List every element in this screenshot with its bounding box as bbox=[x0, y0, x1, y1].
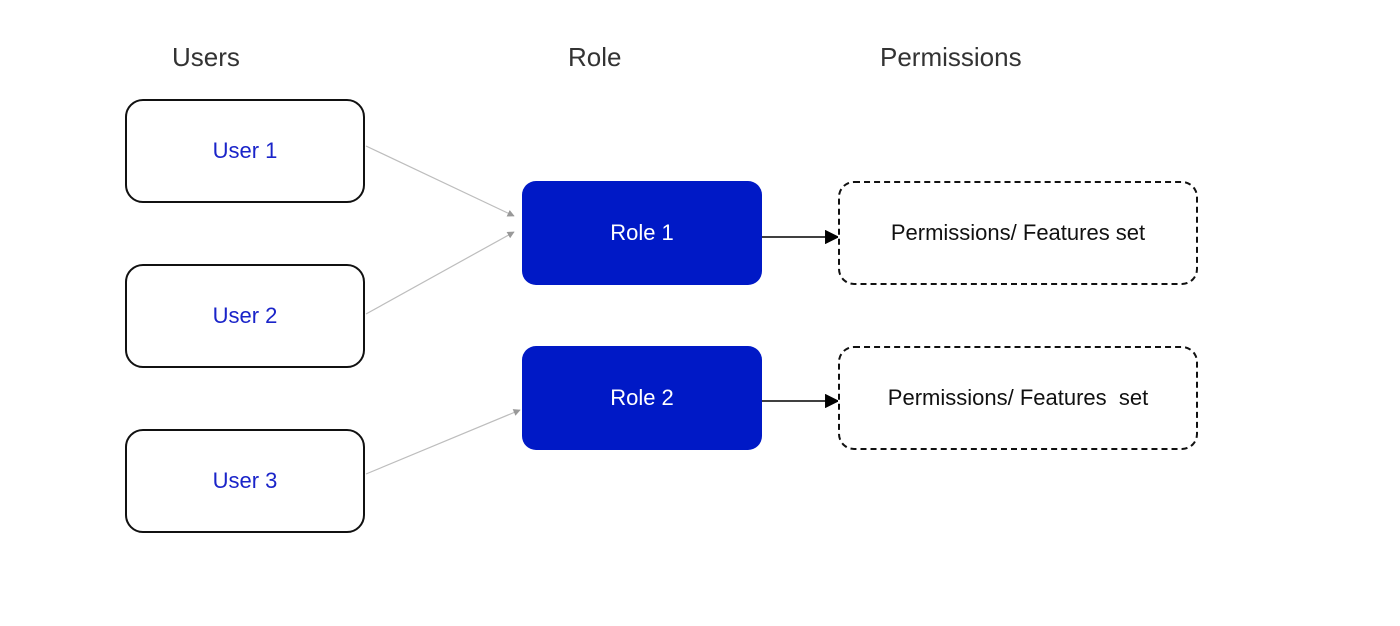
user-1-box: User 1 bbox=[125, 99, 365, 203]
permissions-1-box: Permissions/ Features set bbox=[838, 181, 1198, 285]
column-heading-users: Users bbox=[172, 42, 240, 72]
role-2-box: Role 2 bbox=[522, 346, 762, 450]
permissions-1-label: Permissions/ Features set bbox=[890, 220, 1146, 245]
user-2-box: User 2 bbox=[125, 264, 365, 368]
column-heading-role: Role bbox=[568, 42, 622, 72]
permissions-2-box: Permissions/ Features set bbox=[838, 346, 1198, 450]
role-1-box: Role 1 bbox=[522, 181, 762, 285]
connector-user3-role2 bbox=[365, 409, 521, 475]
user-1-label: User 1 bbox=[212, 138, 278, 163]
user-3-label: User 3 bbox=[212, 468, 278, 493]
role-2-label: Role 2 bbox=[610, 385, 674, 410]
role-1-label: Role 1 bbox=[610, 220, 674, 245]
connector-user1-role1 bbox=[365, 145, 515, 217]
permissions-2-label: Permissions/ Features set bbox=[887, 385, 1149, 410]
column-heading-permissions: Permissions bbox=[880, 42, 1022, 72]
connector-user2-role1 bbox=[365, 231, 515, 315]
user-2-label: User 2 bbox=[212, 303, 278, 328]
user-3-box: User 3 bbox=[125, 429, 365, 533]
